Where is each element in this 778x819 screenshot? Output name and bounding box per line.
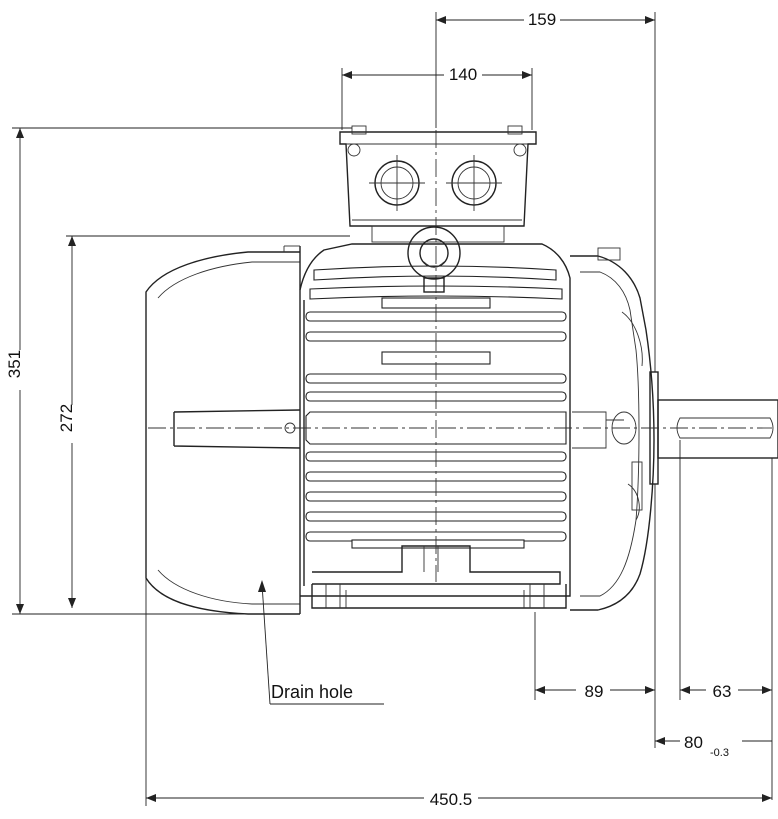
dim-450-5-label: 450.5 xyxy=(430,790,473,809)
dim-351-label: 351 xyxy=(5,350,24,378)
dimension-159: 159 xyxy=(435,8,656,372)
motor-body xyxy=(145,125,778,615)
dim-159-label: 159 xyxy=(528,10,556,29)
dim-272-label: 272 xyxy=(57,404,76,432)
dimension-272: 272 xyxy=(57,235,350,608)
fan-cover xyxy=(145,251,300,615)
dimension-351: 351 xyxy=(5,127,352,615)
dimension-450-5: 450.5 xyxy=(145,578,772,809)
lifting-eye xyxy=(407,226,461,293)
dim-80-tolerance: -0.3 xyxy=(710,747,729,759)
terminal-box xyxy=(339,125,537,243)
drain-hole-label: Drain hole xyxy=(271,682,353,702)
drain-hole-callout: Drain hole xyxy=(258,580,384,705)
dim-80-label: 80 xyxy=(684,733,703,752)
end-shield xyxy=(570,247,655,611)
dimension-89: 89 xyxy=(534,612,655,701)
dim-63-label: 63 xyxy=(713,682,732,701)
dimension-63: 63 xyxy=(679,440,773,800)
stator-frame xyxy=(299,243,571,597)
dimension-140: 140 xyxy=(341,63,533,130)
motor-foot xyxy=(311,545,567,609)
dimension-80: 80 -0.3 xyxy=(654,484,772,759)
dim-89-label: 89 xyxy=(585,682,604,701)
dim-140-label: 140 xyxy=(449,65,477,84)
